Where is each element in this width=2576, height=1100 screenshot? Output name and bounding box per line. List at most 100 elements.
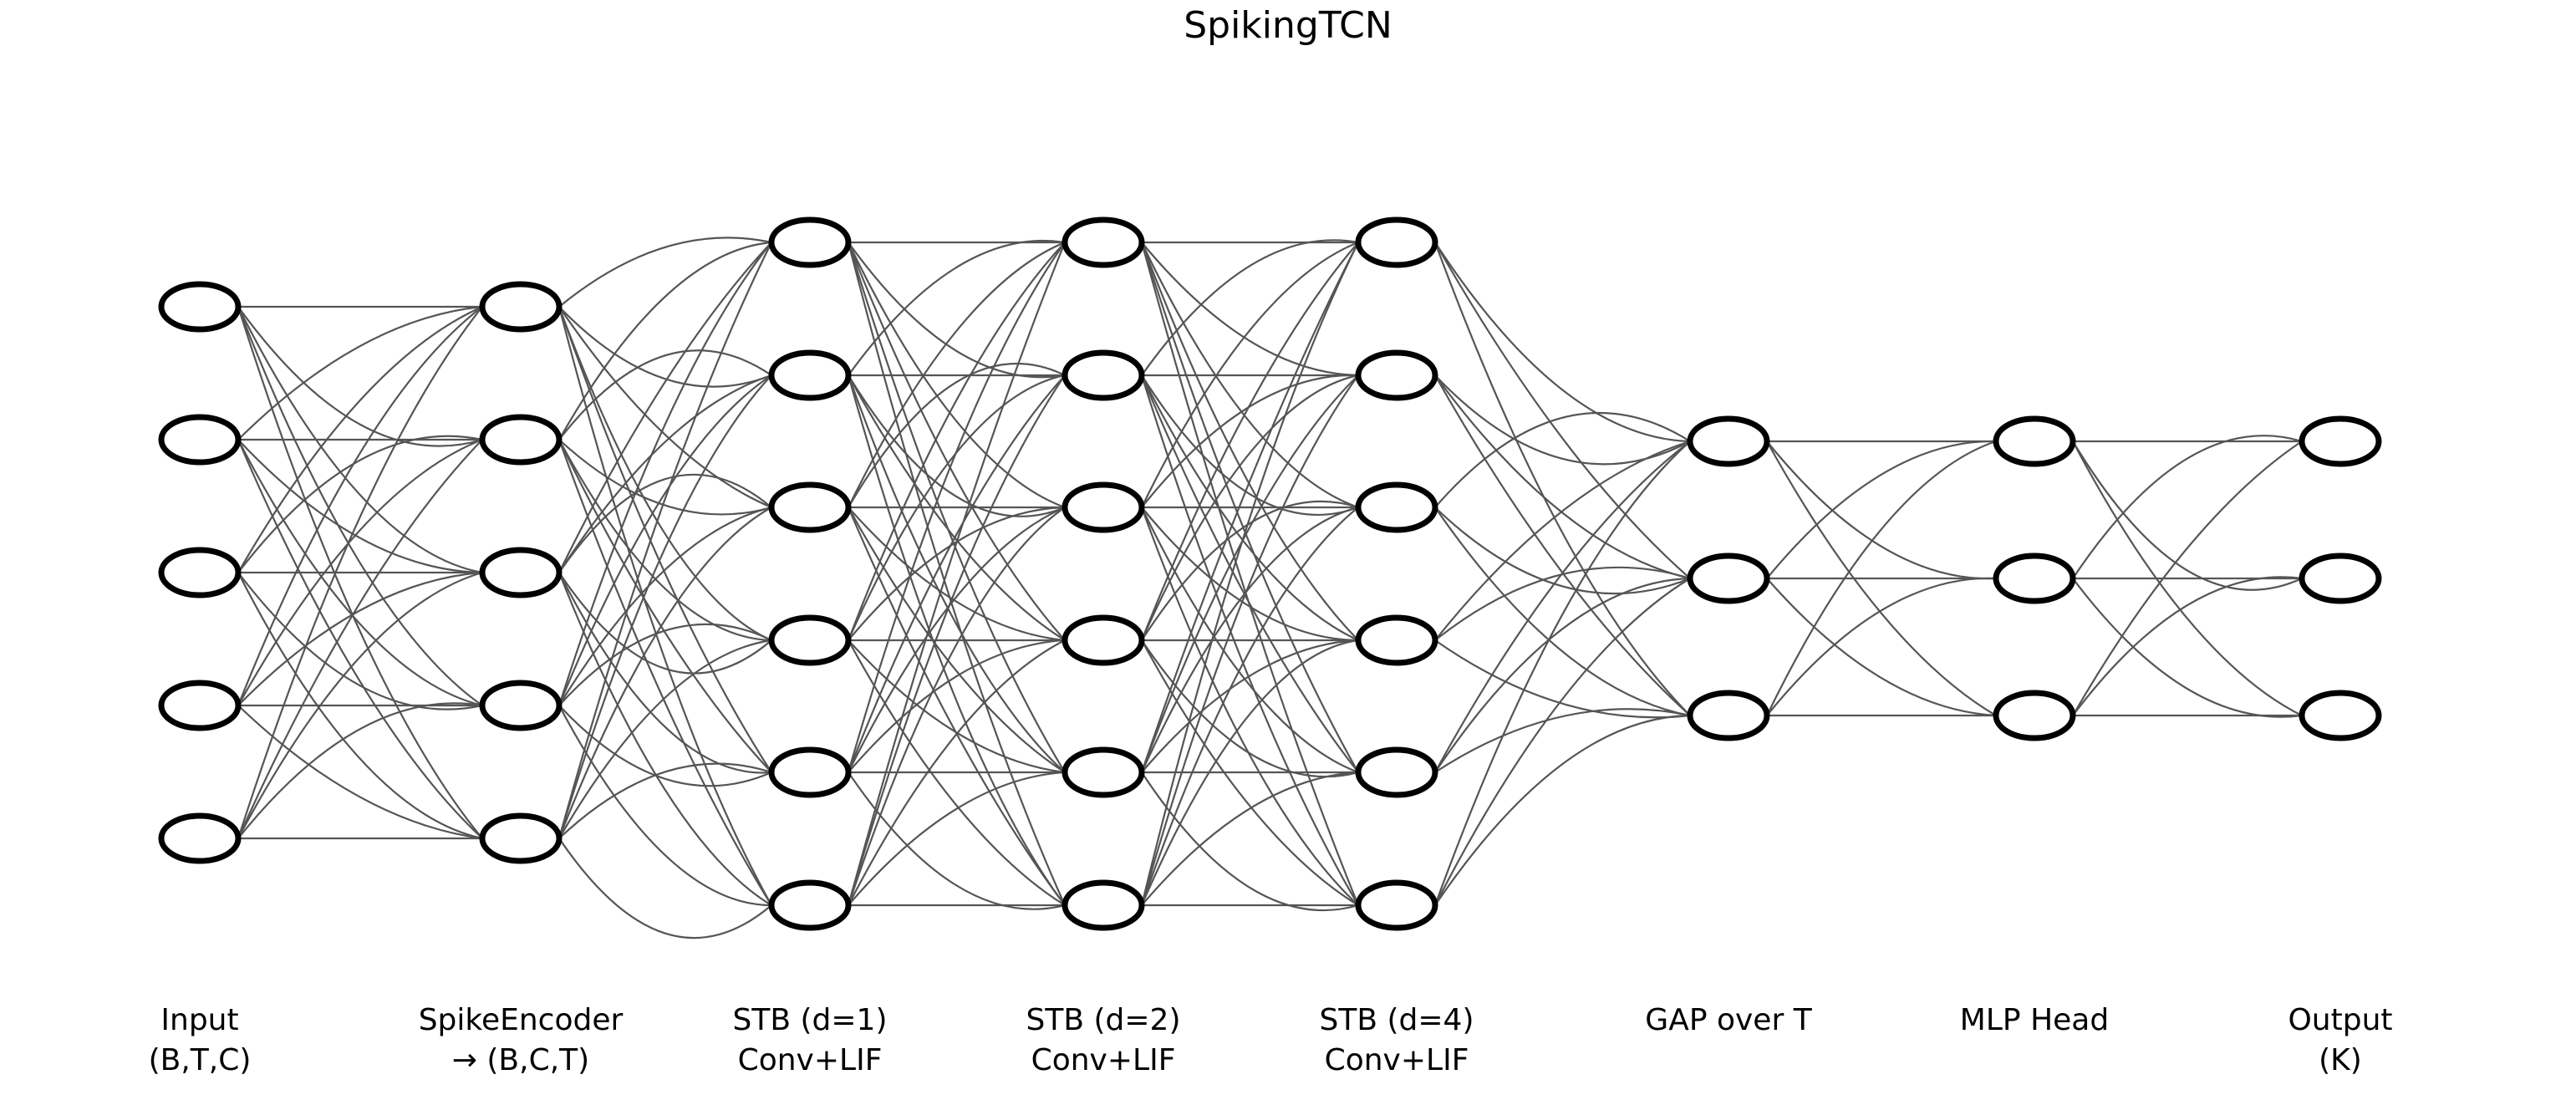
edge-stb-d2-2-to-stb-d4-5 xyxy=(1140,374,1360,774)
layer-label-output-line1: Output xyxy=(2288,1003,2392,1037)
edge-spike-encoder-3-to-stb-d1-4 xyxy=(557,571,773,675)
edge-spike-encoder-2-to-stb-d1-3 xyxy=(557,438,773,516)
edge-spike-encoder-3-to-stb-d1-6 xyxy=(557,571,773,907)
edge-input-3-to-spike-encoder-1 xyxy=(237,305,484,574)
edge-stb-d2-5-to-stb-d4-2 xyxy=(1140,374,1360,774)
node-gap-over-t-2 xyxy=(1687,553,1770,604)
node-stb-d1-4 xyxy=(768,614,852,666)
edge-spike-encoder-1-to-stb-d1-4 xyxy=(557,305,773,642)
node-stb-d2-4 xyxy=(1061,614,1145,666)
node-stb-d2-3 xyxy=(1061,481,1145,533)
edge-stb-d4-6-to-gap-over-t-3 xyxy=(1433,714,1692,907)
node-stb-d2-2 xyxy=(1061,349,1145,401)
edge-spike-encoder-2-to-stb-d1-1 xyxy=(557,241,773,441)
edge-stb-d4-4-to-gap-over-t-1 xyxy=(1433,440,1692,642)
edge-stb-d2-4-to-stb-d4-1 xyxy=(1140,241,1360,642)
node-stb-d4-1 xyxy=(1355,216,1438,268)
layer-label-stb-d2-line1: STB (d=2) xyxy=(1026,1003,1181,1037)
layer-label-stb-d4-line1: STB (d=4) xyxy=(1320,1003,1474,1037)
edge-spike-encoder-4-to-stb-d1-6 xyxy=(557,704,773,907)
nodes-group xyxy=(158,216,2382,931)
layer-label-spike-encoder-line1: SpikeEncoder xyxy=(419,1003,624,1037)
edge-gap-over-t-3-to-mlp-head-2 xyxy=(1765,577,1998,717)
node-input-3 xyxy=(158,547,242,598)
edge-spike-encoder-4-to-stb-d1-1 xyxy=(557,241,773,707)
node-spike-encoder-4 xyxy=(479,680,563,731)
edge-stb-d2-2-to-stb-d4-6 xyxy=(1140,374,1360,907)
edge-stb-d1-5-to-stb-d2-1 xyxy=(847,241,1067,774)
edge-input-5-to-spike-encoder-1 xyxy=(237,305,484,840)
node-spike-encoder-5 xyxy=(479,812,563,864)
node-gap-over-t-1 xyxy=(1687,415,1770,467)
edge-stb-d2-3-to-stb-d4-4 xyxy=(1140,506,1360,642)
edge-stb-d4-5-to-gap-over-t-2 xyxy=(1433,577,1692,774)
edge-gap-over-t-1-to-mlp-head-3 xyxy=(1765,440,1998,717)
node-spike-encoder-3 xyxy=(479,547,563,598)
edge-stb-d1-3-to-stb-d2-1 xyxy=(847,241,1067,509)
edge-stb-d4-3-to-gap-over-t-3 xyxy=(1433,506,1692,717)
layer-label-gap-over-t-line1: GAP over T xyxy=(1645,1003,1812,1037)
edge-stb-d2-1-to-stb-d4-2 xyxy=(1140,241,1360,377)
edge-input-5-to-spike-encoder-3 xyxy=(237,571,484,840)
edge-stb-d2-3-to-stb-d4-6 xyxy=(1140,506,1360,907)
edge-spike-encoder-1-to-stb-d1-3 xyxy=(557,305,773,509)
edge-mlp-head-1-to-output-3 xyxy=(2071,440,2304,717)
edge-spike-encoder-3-to-stb-d1-3 xyxy=(557,473,773,574)
edge-spike-encoder-1-to-stb-d1-5 xyxy=(557,305,773,774)
layer-label-input-line2: (B,T,C) xyxy=(149,1043,252,1077)
edge-stb-d1-2-to-stb-d2-3 xyxy=(847,374,1067,517)
edges-group xyxy=(237,237,2304,940)
edge-input-1-to-spike-encoder-3 xyxy=(237,305,484,574)
edge-stb-d1-1-to-stb-d2-6 xyxy=(847,241,1067,907)
edge-input-4-to-spike-encoder-2 xyxy=(237,438,484,707)
edge-spike-encoder-4-to-stb-d1-5 xyxy=(557,704,773,787)
edge-stb-d2-5-to-stb-d4-3 xyxy=(1140,506,1360,774)
edge-stb-d2-5-to-stb-d4-4 xyxy=(1140,639,1360,774)
edge-spike-encoder-1-to-stb-d1-6 xyxy=(557,305,773,907)
edge-spike-encoder-5-to-stb-d1-2 xyxy=(557,374,773,840)
edge-stb-d1-1-to-stb-d2-5 xyxy=(847,241,1067,774)
edge-input-1-to-spike-encoder-5 xyxy=(237,305,484,840)
edge-mlp-head-3-to-output-1 xyxy=(2071,440,2304,717)
edge-input-3-to-spike-encoder-4 xyxy=(237,571,484,710)
edge-stb-d4-4-to-gap-over-t-3 xyxy=(1433,639,1692,719)
edge-spike-encoder-4-to-stb-d1-3 xyxy=(557,506,773,707)
edge-gap-over-t-1-to-mlp-head-2 xyxy=(1765,440,1998,580)
edge-input-5-to-spike-encoder-4 xyxy=(237,702,484,840)
node-gap-over-t-3 xyxy=(1687,690,1770,741)
edge-spike-encoder-2-to-stb-d1-5 xyxy=(557,438,773,774)
node-stb-d4-3 xyxy=(1355,481,1438,533)
edge-stb-d1-3-to-stb-d2-5 xyxy=(847,506,1067,774)
node-spike-encoder-2 xyxy=(479,414,563,466)
edge-spike-encoder-4-to-stb-d1-2 xyxy=(557,374,773,707)
edge-stb-d4-2-to-gap-over-t-2 xyxy=(1433,374,1692,580)
edge-spike-encoder-5-to-stb-d1-6 xyxy=(557,837,773,940)
edge-stb-d1-2-to-stb-d2-5 xyxy=(847,374,1067,774)
edge-stb-d2-6-to-stb-d4-3 xyxy=(1140,506,1360,907)
edge-gap-over-t-3-to-mlp-head-1 xyxy=(1765,440,1998,717)
edge-stb-d4-6-to-gap-over-t-2 xyxy=(1433,577,1692,907)
node-output-3 xyxy=(2299,690,2382,741)
edge-stb-d1-6-to-stb-d2-3 xyxy=(847,506,1067,907)
edge-stb-d1-6-to-stb-d2-5 xyxy=(847,771,1067,907)
node-stb-d1-6 xyxy=(768,879,852,931)
edge-stb-d2-6-to-stb-d4-5 xyxy=(1140,771,1360,907)
edge-mlp-head-1-to-output-2 xyxy=(2071,440,2304,591)
edge-stb-d4-6-to-gap-over-t-1 xyxy=(1433,440,1692,907)
edge-spike-encoder-3-to-stb-d1-2 xyxy=(557,374,773,574)
edge-spike-encoder-2-to-stb-d1-4 xyxy=(557,438,773,642)
node-input-2 xyxy=(158,414,242,466)
node-mlp-head-2 xyxy=(1993,553,2076,604)
edge-spike-encoder-2-to-stb-d1-6 xyxy=(557,438,773,907)
edge-stb-d1-4-to-stb-d2-1 xyxy=(847,241,1067,642)
node-input-5 xyxy=(158,812,242,864)
edge-spike-encoder-1-to-stb-d1-2 xyxy=(557,305,773,388)
layer-label-mlp-head-line1: MLP Head xyxy=(1960,1003,2109,1037)
edge-input-3-to-spike-encoder-2 xyxy=(237,435,484,574)
edge-stb-d2-2-to-stb-d4-4 xyxy=(1140,374,1360,642)
layer-label-spike-encoder-line2: → (B,C,T) xyxy=(452,1043,589,1077)
edge-stb-d1-3-to-stb-d2-4 xyxy=(847,506,1067,642)
edge-stb-d1-3-to-stb-d2-2 xyxy=(847,363,1067,509)
edge-mlp-head-2-to-output-3 xyxy=(2071,577,2304,718)
node-stb-d4-5 xyxy=(1355,746,1438,798)
